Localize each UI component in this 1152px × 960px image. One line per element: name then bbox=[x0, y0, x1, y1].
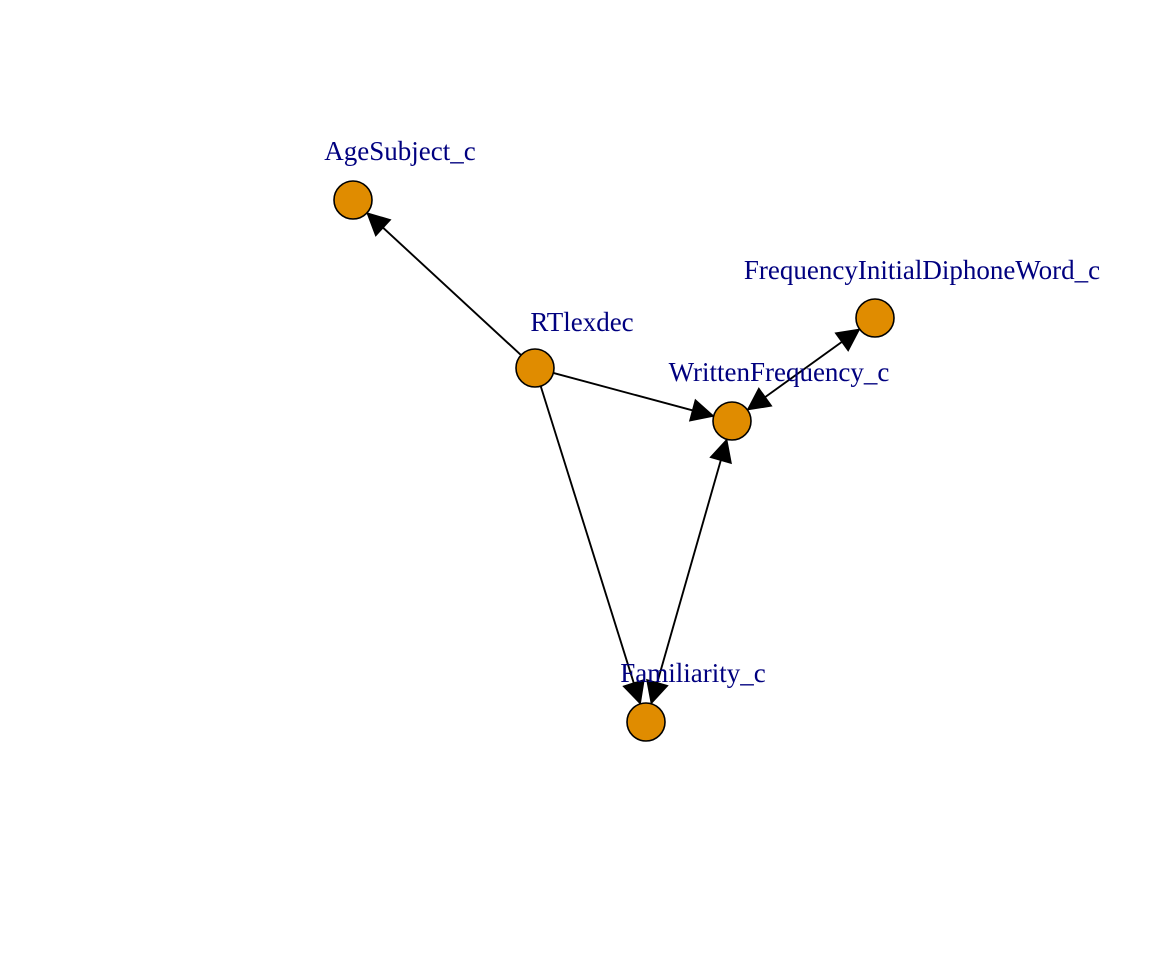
node-label-RTlexdec: RTlexdec bbox=[530, 307, 633, 337]
arrowhead-to-AgeSubject_c bbox=[366, 212, 392, 237]
arrowhead-to-WrittenFrequency_c bbox=[709, 438, 732, 465]
edge-RTlexdec-AgeSubject_c bbox=[366, 212, 522, 356]
edge-line bbox=[366, 212, 522, 356]
nodes-layer bbox=[333, 180, 895, 742]
edge-RTlexdec-WrittenFrequency_c bbox=[553, 371, 715, 422]
node-WrittenFrequency_c bbox=[712, 401, 752, 441]
edge-WrittenFrequency_c-Familiarity_c bbox=[646, 438, 732, 705]
edge-line bbox=[746, 328, 861, 411]
edge-line bbox=[650, 439, 728, 704]
node-label-WrittenFrequency_c: WrittenFrequency_c bbox=[669, 357, 890, 387]
arrowhead-to-Familiarity_c bbox=[622, 678, 645, 705]
arrowhead-to-Familiarity_c bbox=[646, 678, 669, 705]
edge-RTlexdec-Familiarity_c bbox=[539, 385, 645, 705]
node-RTlexdec bbox=[515, 348, 555, 388]
node-label-AgeSubject_c: AgeSubject_c bbox=[324, 136, 475, 166]
edge-line bbox=[539, 385, 642, 705]
arrowhead-to-WrittenFrequency_c bbox=[688, 398, 715, 422]
arrowhead-to-FrequencyInitialDiphoneWord_c bbox=[834, 328, 861, 352]
node-FrequencyInitialDiphoneWord_c bbox=[855, 298, 895, 338]
node-AgeSubject_c bbox=[333, 180, 373, 220]
edge-line bbox=[553, 371, 714, 418]
node-label-Familiarity_c: Familiarity_c bbox=[620, 658, 765, 688]
edge-FrequencyInitialDiphoneWord_c-WrittenFrequency_c bbox=[746, 328, 861, 411]
arrowhead-to-WrittenFrequency_c bbox=[746, 387, 773, 411]
edges-layer bbox=[366, 212, 861, 705]
node-label-FrequencyInitialDiphoneWord_c: FrequencyInitialDiphoneWord_c bbox=[744, 255, 1100, 285]
node-Familiarity_c bbox=[626, 702, 666, 742]
